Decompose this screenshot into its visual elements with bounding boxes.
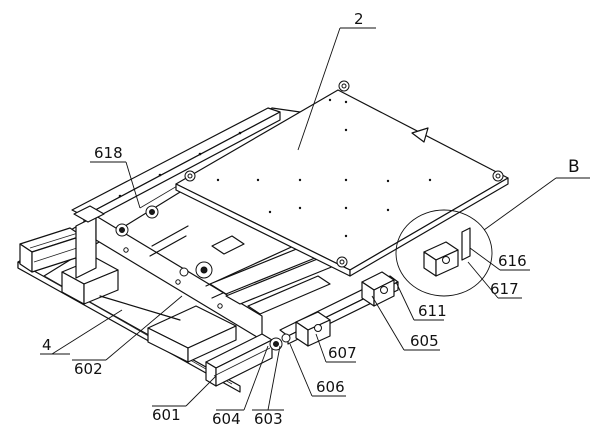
label-601: 601	[152, 406, 181, 424]
label-4: 4	[42, 336, 52, 354]
label-602: 602	[74, 360, 103, 378]
label-618: 618	[94, 144, 123, 162]
label-607: 607	[328, 344, 357, 362]
label-603: 603	[254, 410, 283, 428]
label-606: 606	[316, 378, 345, 396]
label-2: 2	[354, 10, 364, 28]
bearing-blocks	[295, 227, 471, 347]
top-plate	[175, 89, 509, 277]
center-drive-assembly	[179, 235, 245, 279]
label-605: 605	[410, 332, 439, 350]
inner-drive-rails	[209, 245, 335, 315]
label-611: 611	[418, 302, 447, 320]
leader-lines	[40, 27, 530, 411]
rear-side-rail	[71, 107, 281, 225]
part-labels: 2 B 618 616 617 611 605 607 606 603 604 …	[42, 10, 580, 428]
label-617: 617	[490, 280, 519, 298]
front-air-cylinder	[205, 333, 273, 387]
front-block	[147, 305, 237, 363]
label-604: 604	[212, 410, 241, 428]
left-frame-wall	[75, 215, 263, 341]
front-gear-parts	[269, 333, 291, 351]
eye-bolts	[184, 80, 504, 268]
label-616: 616	[498, 252, 527, 270]
roller-guides	[73, 205, 159, 237]
detail-circle-b	[395, 209, 493, 297]
left-air-cylinder	[19, 227, 83, 273]
label-b: B	[568, 157, 580, 177]
